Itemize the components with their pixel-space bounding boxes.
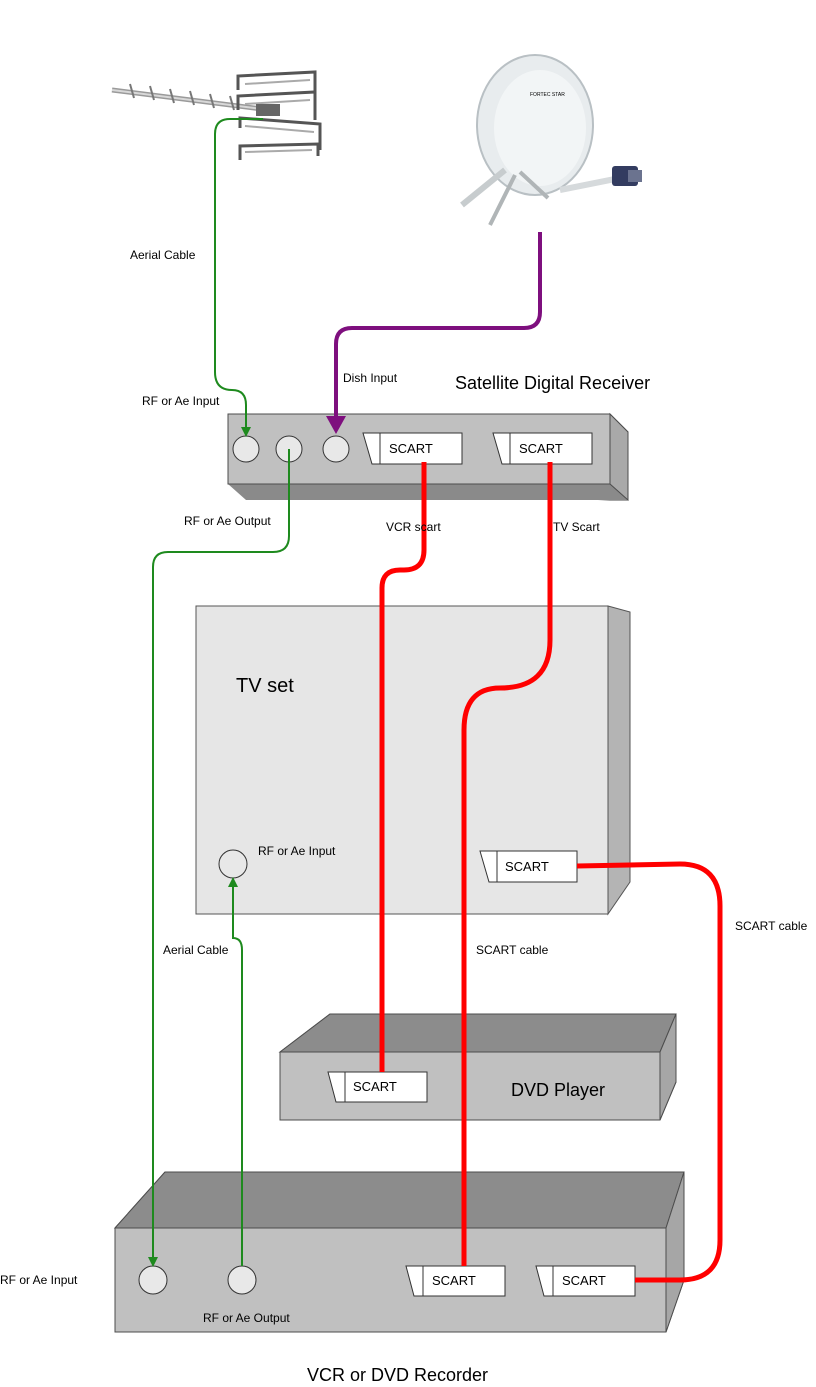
vcr-scart-port-1: SCART (405, 1265, 506, 1297)
dvd-player: SCART (278, 1013, 677, 1121)
dvd-scart-port: SCART (327, 1071, 428, 1103)
aerial-cable-receiver-to-vcr (148, 449, 290, 1267)
receiver-scart-1-label: SCART (389, 441, 433, 456)
scart-cable-mid-label: SCART cable (476, 943, 549, 957)
scart-cable-right-label: SCART cable (735, 919, 808, 933)
dish-cable-arrowhead (326, 416, 346, 434)
dish-cable (334, 232, 542, 420)
receiver-rf-input-label: RF or Ae Input (142, 394, 220, 408)
satellite-receiver-title: Satellite Digital Receiver (455, 373, 650, 393)
aerial-cable-mid-label: Aerial Cable (163, 943, 229, 957)
receiver-rf-input-port (232, 435, 260, 463)
dish-brand-text: FORTEC STAR (530, 92, 565, 98)
vcr-rf-input-port (138, 1265, 168, 1295)
tv-set: SCART (195, 605, 631, 916)
tv-rf-input-label: RF or Ae Input (258, 844, 336, 858)
satellite-dish-icon: FORTEC STAR (460, 54, 642, 226)
vcr-recorder: SCART SCART (113, 1171, 685, 1333)
receiver-scart-2-label: SCART (519, 441, 563, 456)
receiver-rf-output-label: RF or Ae Output (184, 514, 271, 528)
vcr-rf-input-label: RF or Ae Input (0, 1273, 78, 1287)
tv-scart-port: SCART (479, 850, 578, 883)
aerial-cable-vcr-to-tv (228, 877, 243, 1266)
vcr-recorder-title: VCR or DVD Recorder (307, 1365, 488, 1385)
aerial-cable-antenna-to-receiver (214, 118, 263, 437)
receiver-dish-input-port (322, 435, 350, 463)
dvd-scart-label: SCART (353, 1079, 397, 1094)
vcr-scart-1-label: SCART (432, 1273, 476, 1288)
vcr-scart-port-2: SCART (535, 1265, 636, 1297)
tv-aerial-antenna-icon (111, 70, 322, 160)
tv-set-title: TV set (236, 675, 294, 697)
receiver-scart-port-2: SCART (492, 432, 593, 465)
aerial-cable-top-label: Aerial Cable (130, 248, 196, 262)
dvd-player-title: DVD Player (511, 1080, 605, 1100)
dish-input-label: Dish Input (343, 371, 398, 385)
tv-rf-input-port (218, 849, 248, 879)
vcr-rf-output-port (227, 1265, 257, 1295)
receiver-scart-port-1: SCART (362, 432, 463, 465)
vcr-rf-output-label: RF or Ae Output (203, 1311, 290, 1325)
vcr-scart-2-label: SCART (562, 1273, 606, 1288)
tv-scart-cable-label: TV Scart (553, 520, 600, 534)
scart-cable-receiver-to-dvd (379, 462, 427, 1072)
scart-cable-tv-to-vcr (576, 861, 723, 1283)
scart-cable-receiver-to-vcr (461, 462, 553, 1266)
satellite-receiver: SCART SCART (227, 412, 629, 502)
vcr-scart-cable-label: VCR scart (386, 520, 441, 534)
tv-scart-label: SCART (505, 859, 549, 874)
